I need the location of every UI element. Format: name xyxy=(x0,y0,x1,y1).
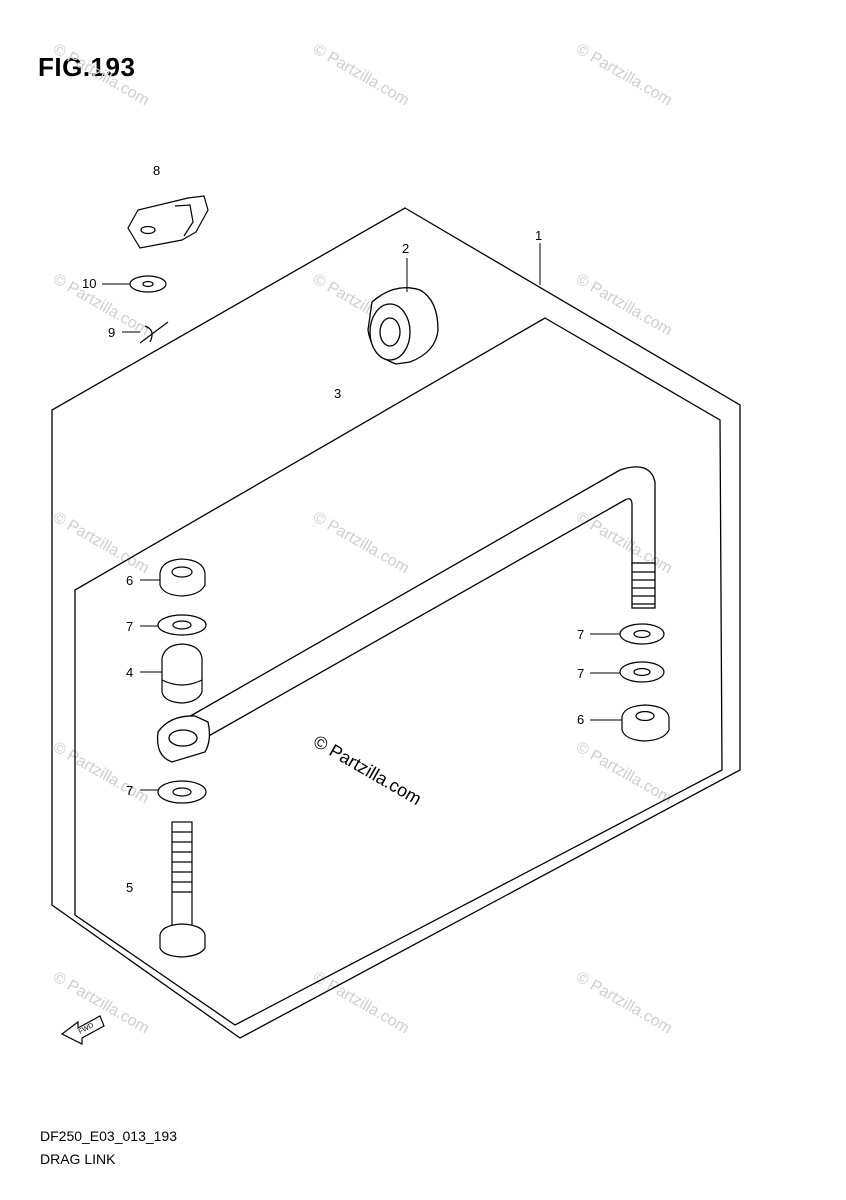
figure-title: FIG.193 xyxy=(38,52,136,82)
callout-10: 10 xyxy=(82,276,96,291)
watermark-tiles: © Partzilla.com © Partzilla.com © Partzi… xyxy=(50,41,675,1038)
watermark-main: © Partzilla.com xyxy=(310,731,425,809)
nut-right-part xyxy=(621,704,670,742)
washer-left-lower-part xyxy=(157,780,207,804)
leader-lines xyxy=(102,243,622,791)
callout-8: 8 xyxy=(153,163,160,178)
callout-6-right: 6 xyxy=(577,712,584,727)
spacer-part xyxy=(161,643,203,704)
callout-7-right-lower: 7 xyxy=(577,666,584,681)
figure-code: DF250_E03_013_193 xyxy=(40,1128,178,1144)
watermark-tile: © Partzilla.com xyxy=(50,739,152,808)
watermark-tile: © Partzilla.com xyxy=(573,969,675,1038)
figure-caption: DRAG LINK xyxy=(40,1151,116,1167)
washer-right-lower-part xyxy=(619,661,665,683)
callout-4: 4 xyxy=(126,665,133,680)
clip-part xyxy=(127,195,209,249)
watermark-tile: © Partzilla.com xyxy=(50,509,152,578)
nut-left-part xyxy=(159,558,206,597)
forward-arrow-icon: FWD xyxy=(60,1015,105,1045)
watermark-tile: © Partzilla.com xyxy=(50,41,152,110)
watermark-tile: © Partzilla.com xyxy=(310,41,412,110)
callout-7-right-upper: 7 xyxy=(577,627,584,642)
callout-2: 2 xyxy=(402,241,409,256)
bolt-part xyxy=(159,821,206,958)
callout-7-left-lower: 7 xyxy=(126,783,133,798)
callout-6-left: 6 xyxy=(126,573,133,588)
watermark-tile: © Partzilla.com xyxy=(573,509,675,578)
watermark-tile: © Partzilla.com xyxy=(573,271,675,340)
callout-1: 1 xyxy=(535,228,542,243)
watermark-tile: © Partzilla.com xyxy=(310,969,412,1038)
watermark-tile: © Partzilla.com xyxy=(310,509,412,578)
assembly-outline-outer xyxy=(51,207,741,1039)
callout-7-left-upper: 7 xyxy=(126,619,133,634)
assembly-outline-inner xyxy=(74,317,723,1026)
callout-labels: 1 2 3 4 5 6 6 7 7 7 7 8 9 10 xyxy=(82,163,584,895)
cotter-pin-part xyxy=(139,321,169,344)
callout-5: 5 xyxy=(126,880,133,895)
callout-9: 9 xyxy=(108,325,115,340)
washer-right-upper-part xyxy=(619,623,665,645)
washer-left-upper-part xyxy=(157,614,207,636)
bushing-part xyxy=(367,287,439,365)
callout-3: 3 xyxy=(334,386,341,401)
watermark-tile: © Partzilla.com xyxy=(573,41,675,110)
washer-small-part xyxy=(129,275,167,293)
watermark-tile: © Partzilla.com xyxy=(573,739,675,808)
drag-link-rod xyxy=(156,466,656,763)
